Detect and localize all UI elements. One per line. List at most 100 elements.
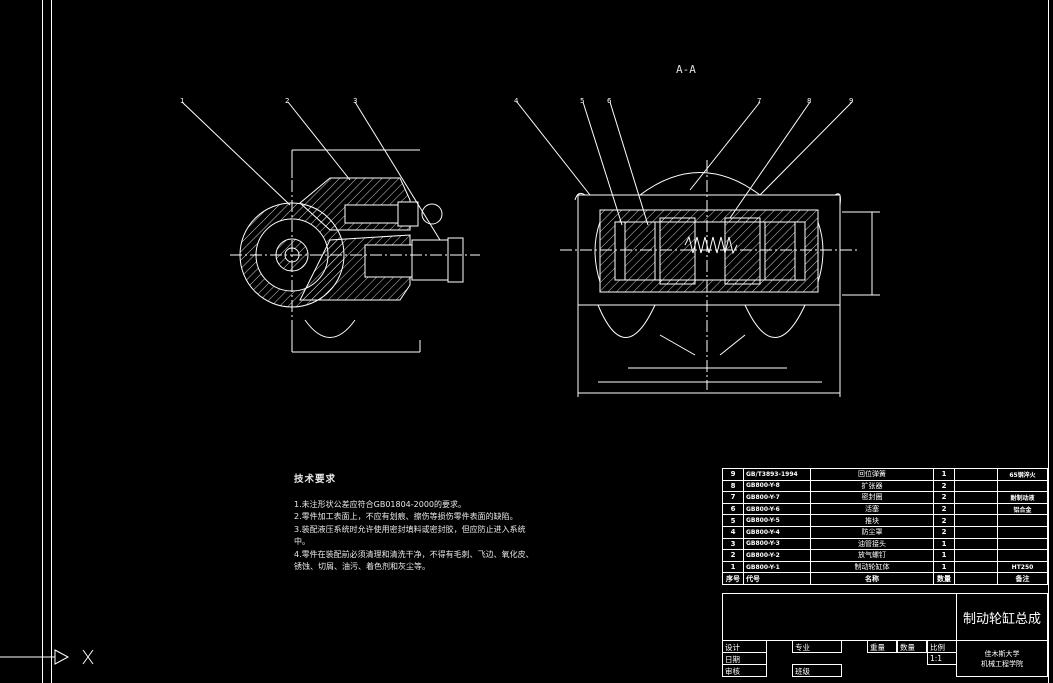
- leader-label-3: 3: [353, 97, 357, 105]
- major-label: 专业: [792, 640, 842, 653]
- bom-cell-num: 5: [722, 514, 744, 527]
- bom-cell-name: 油管接头: [810, 537, 934, 551]
- bom-cell-name: 防尘罩: [810, 525, 934, 539]
- bleeder-port: [344, 204, 401, 224]
- bom-cell-mat: [954, 525, 998, 539]
- revision-grid: [722, 593, 957, 641]
- bom-cell-note: HT250: [997, 560, 1048, 574]
- bom-header-num: 序号: [722, 572, 744, 585]
- bom-cell-code: GB800-Y-5: [743, 514, 811, 527]
- tech-item: 2.零件加工表面上，不应有划痕、擦伤等损伤零件表面的缺陷。: [294, 512, 518, 521]
- tech-requirements-title: 技术要求: [294, 474, 337, 485]
- bom-cell-name: 制动轮缸体: [810, 560, 934, 574]
- title-block: 制动轮缸总成 设计 日期 审核 专业 班级 重量 数量 比例 1:1 佳木斯大学…: [722, 593, 1048, 679]
- bom-cell-note: [997, 514, 1048, 527]
- bom-cell-qty: 2: [933, 514, 955, 527]
- inlet-port: [364, 244, 416, 278]
- leader-label-8: 8: [807, 97, 811, 105]
- class-label: 班级: [792, 664, 842, 677]
- drawing-name: 制动轮缸总成: [956, 593, 1048, 641]
- leader-label-4: 4: [514, 97, 519, 105]
- bom-cell-mat: [954, 514, 998, 527]
- bom-cell-num: 8: [722, 479, 744, 493]
- bom-cell-code: GB800-Y-3: [743, 537, 811, 551]
- bom-header-code: 代号: [743, 572, 811, 585]
- bom-cell-note: 65钢淬火: [997, 468, 1048, 481]
- bom-cell-note: 耐制动液: [997, 491, 1048, 504]
- bom-cell-num: 2: [722, 549, 744, 562]
- bom-cell-name: 推块: [810, 514, 934, 527]
- tech-item: 1.未注形状公差应符合GB01804-2000的要求。: [294, 499, 467, 509]
- tech-item: 4.零件在装配前必须清理和清洗干净，不得有毛刺、飞边、氧化皮、: [294, 549, 534, 559]
- bom-cell-qty: 1: [933, 468, 955, 481]
- bom-cell-note: [997, 537, 1048, 551]
- bom-cell-qty: 1: [933, 549, 955, 562]
- piston-left: [624, 221, 656, 281]
- bom-cell-note: [997, 479, 1048, 493]
- bom-cell-name: 放气螺钉: [810, 549, 934, 562]
- dept-name: 机械工程学院: [981, 659, 1023, 668]
- bom-cell-qty: 2: [933, 502, 955, 516]
- bom-header-qty: 数量: [933, 572, 955, 585]
- bom-cell-code: GB800-Y-2: [743, 549, 811, 562]
- bom-cell-qty: 1: [933, 560, 955, 574]
- bom-cell-note: [997, 549, 1048, 562]
- bom-cell-code: GB/T3893-1994: [743, 468, 811, 481]
- school-name: 佳木斯大学: [984, 649, 1020, 658]
- bom-header-name: 名称: [810, 572, 934, 585]
- bom-cell-code: GB800-Y-4: [743, 525, 811, 539]
- bom-cell-mat: [954, 491, 998, 504]
- bom-cell-name: 活塞: [810, 502, 934, 516]
- bom-cell-mat: [954, 549, 998, 562]
- bottom-lobe-right: [744, 304, 806, 338]
- leader-label-2: 2: [285, 97, 289, 105]
- leader-label-7: 7: [757, 97, 761, 105]
- left-view: [181, 101, 480, 353]
- right-view: [516, 101, 880, 397]
- bom-header-row: 序号代号名称数量 备注: [722, 572, 1048, 585]
- inlet-fitting: [447, 237, 464, 283]
- weight-label: 重量: [867, 640, 897, 653]
- return-spring: [684, 235, 738, 255]
- bom-header-mat: [954, 572, 998, 585]
- leader-label-9: 9: [849, 97, 853, 105]
- top-dome: [639, 172, 761, 196]
- bom-cell-name: 回位弹簧: [810, 468, 934, 481]
- bom-cell-qty: 2: [933, 491, 955, 504]
- left-border-outer: [42, 0, 43, 683]
- leader-label-5: 5: [580, 97, 584, 105]
- leader-label-1: 1: [180, 97, 184, 105]
- bom-cell-num: 3: [722, 537, 744, 551]
- tech-item: 3.装配液压系统时允许使用密封填料或密封胶，但应防止进入系统: [294, 524, 526, 534]
- leader-label-6: 6: [607, 97, 612, 105]
- bom-cell-mat: [954, 560, 998, 574]
- bom-cell-num: 7: [722, 491, 744, 504]
- ucs-icon: [0, 649, 94, 665]
- bom-cell-code: GB800-Y-1: [743, 560, 811, 574]
- bom-cell-mat: [954, 502, 998, 516]
- review-label: 审核: [722, 664, 767, 677]
- right-border: [1048, 0, 1049, 683]
- bom-cell-mat: [954, 479, 998, 493]
- bom-cell-code: GB800-Y-7: [743, 491, 811, 504]
- bom-cell-code: GB800-Y-8: [743, 479, 811, 493]
- bom-header-note: 备注: [997, 572, 1048, 585]
- school-block: 佳木斯大学 机械工程学院: [956, 640, 1048, 677]
- bom-cell-qty: 1: [933, 537, 955, 551]
- bom-cell-mat: [954, 537, 998, 551]
- quantity-label: 数量: [897, 640, 927, 653]
- bom-cell-num: 4: [722, 525, 744, 539]
- tech-item: 锈蚀、切屑、油污、着色剂和灰尘等。: [294, 562, 430, 571]
- piston-right: [764, 221, 796, 281]
